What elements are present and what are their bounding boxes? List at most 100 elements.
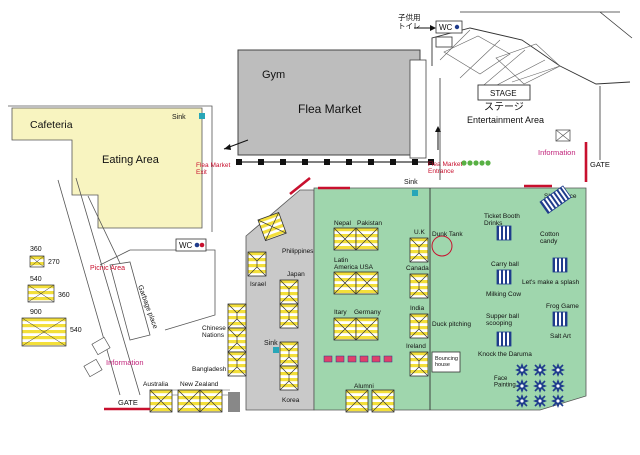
supper-ball-box bbox=[496, 331, 512, 347]
stage-box bbox=[477, 84, 531, 101]
booth-label-bangladesh: Bangladesh bbox=[192, 366, 227, 373]
sink-cafe-icon bbox=[199, 113, 205, 119]
eating-area-label: Eating Area bbox=[102, 154, 160, 166]
tent-ireland bbox=[409, 351, 429, 377]
size-label-540a: 540 bbox=[30, 276, 42, 283]
booth-label-canada: Canada bbox=[406, 265, 429, 272]
bouncing-house-line: Bouncing bbox=[435, 356, 458, 362]
booth-label-latin-usa-line-2: America USA bbox=[334, 264, 374, 271]
small-stalls bbox=[323, 355, 393, 363]
tent-korea bbox=[279, 341, 299, 391]
kids-toilet-line-2: トイレ bbox=[398, 21, 421, 30]
wc-top-small bbox=[435, 36, 453, 48]
sink-gray-label: Sink bbox=[264, 340, 278, 347]
kids-toilet-arrowhead bbox=[430, 25, 436, 31]
wc-mid-box bbox=[175, 238, 207, 252]
size-label-540b: 540 bbox=[70, 327, 82, 334]
dunk-tank-label: Dunk Tank bbox=[432, 231, 463, 238]
entertainment-outline bbox=[431, 27, 631, 85]
booth-label-nepal: Nepal bbox=[334, 220, 352, 227]
tent-nepal-pakistan bbox=[333, 227, 379, 251]
shaved-ice-box bbox=[539, 185, 572, 215]
gate-right-label: GATE bbox=[590, 160, 610, 169]
tent-size-540 bbox=[27, 284, 55, 303]
wc-mid-label: WC bbox=[179, 241, 193, 250]
flea-entrance-line: Flea Market bbox=[428, 161, 463, 168]
tent-size-360 bbox=[29, 255, 45, 268]
information-left-tents bbox=[83, 336, 111, 378]
carry-ball-box bbox=[496, 269, 512, 285]
stage-label: STAGE bbox=[490, 89, 517, 98]
sink-top-label: Sink bbox=[404, 179, 418, 186]
wc-top-label: WC bbox=[439, 23, 453, 32]
tent-india bbox=[409, 313, 429, 339]
sink-cafe-label: Sink bbox=[172, 114, 186, 121]
flea-exit-line: Flea Market bbox=[196, 162, 231, 169]
tent-chinese bbox=[227, 303, 247, 377]
tent-israel bbox=[247, 251, 267, 277]
entertainment-area-label: Entertainment Area bbox=[467, 115, 544, 125]
ticket-booth-box bbox=[496, 225, 512, 241]
cafeteria-outline bbox=[8, 105, 213, 232]
booth-label-japan: Japan bbox=[287, 271, 305, 278]
booth-label-pakistan: Pakistan bbox=[357, 220, 382, 227]
cafeteria-label: Cafeteria bbox=[30, 119, 73, 131]
splash-box bbox=[552, 257, 568, 273]
tent-size-900 bbox=[21, 317, 67, 347]
booth-label-italy: Itary bbox=[334, 309, 347, 316]
supper-ball-line: Supper ball bbox=[486, 313, 519, 320]
tent-uk bbox=[409, 237, 429, 263]
entertainment-lower-line bbox=[439, 78, 601, 180]
bouncing-house-box bbox=[431, 351, 461, 373]
face-painting-line: Face bbox=[494, 376, 508, 382]
booth-label-chinese-line-2: Nations bbox=[202, 332, 225, 339]
information-right-tent-lines bbox=[555, 129, 571, 142]
garbage-place bbox=[109, 261, 151, 341]
booth-label-new-zealand: New Zealand bbox=[180, 381, 219, 388]
booth-label-ireland: Ireland bbox=[406, 343, 426, 350]
booth-label-israel: Israel bbox=[250, 281, 266, 288]
ticket-booth-line-2: Drinks bbox=[484, 220, 503, 227]
exit-arrowhead bbox=[224, 144, 231, 150]
flea-exit-line-2: Exit bbox=[196, 169, 207, 176]
gate-bottom-label: GATE bbox=[118, 398, 138, 407]
long-right-wall bbox=[460, 11, 633, 39]
frog-game-label: Frog Game bbox=[546, 303, 579, 310]
green-zone bbox=[313, 187, 587, 411]
cafeteria-area bbox=[11, 107, 203, 229]
picnic-area-label: Picnic Area bbox=[90, 265, 125, 272]
splash-label: Let's make a splash bbox=[522, 279, 580, 286]
tent-italy-germany bbox=[333, 317, 379, 341]
gray-box bbox=[228, 392, 240, 412]
flea-entrance-line-2: Entrance bbox=[428, 168, 454, 175]
booth-label-latin-usa-line: Latin bbox=[334, 257, 348, 264]
frog-game-box bbox=[552, 311, 568, 327]
sink-top-icon bbox=[412, 190, 418, 196]
wc-top-icon bbox=[454, 24, 460, 30]
gym-doors bbox=[236, 159, 434, 165]
booth-label-korea: Korea bbox=[282, 397, 300, 404]
bouncing-house-line-2: house bbox=[435, 362, 450, 368]
booth-label-india: India bbox=[410, 305, 424, 312]
gym-label: Gym bbox=[262, 69, 285, 81]
booth-label-chinese-line: Chinese bbox=[202, 325, 226, 332]
size-label-360: 360 bbox=[30, 246, 42, 253]
booth-label-philippines: Philippines bbox=[282, 248, 314, 255]
booth-label-australia: Australia bbox=[143, 381, 169, 388]
kids-toilet-line: 子供用 bbox=[398, 12, 421, 22]
gray-red-bar bbox=[289, 176, 311, 196]
carry-ball-label: Carry ball bbox=[491, 261, 519, 268]
dunk-tank-icon bbox=[431, 235, 453, 257]
cotton-candy-line: Cotton bbox=[540, 231, 560, 238]
ticket-booth-line: Ticket Booth bbox=[484, 213, 520, 220]
knock-daruma-label: Knock the Daruma bbox=[478, 351, 532, 358]
toilet-icon-2 bbox=[199, 242, 205, 248]
toilet-icon bbox=[194, 242, 200, 248]
supper-ball-line-2: scooping bbox=[486, 320, 512, 327]
entrance-arrowhead bbox=[435, 126, 441, 132]
